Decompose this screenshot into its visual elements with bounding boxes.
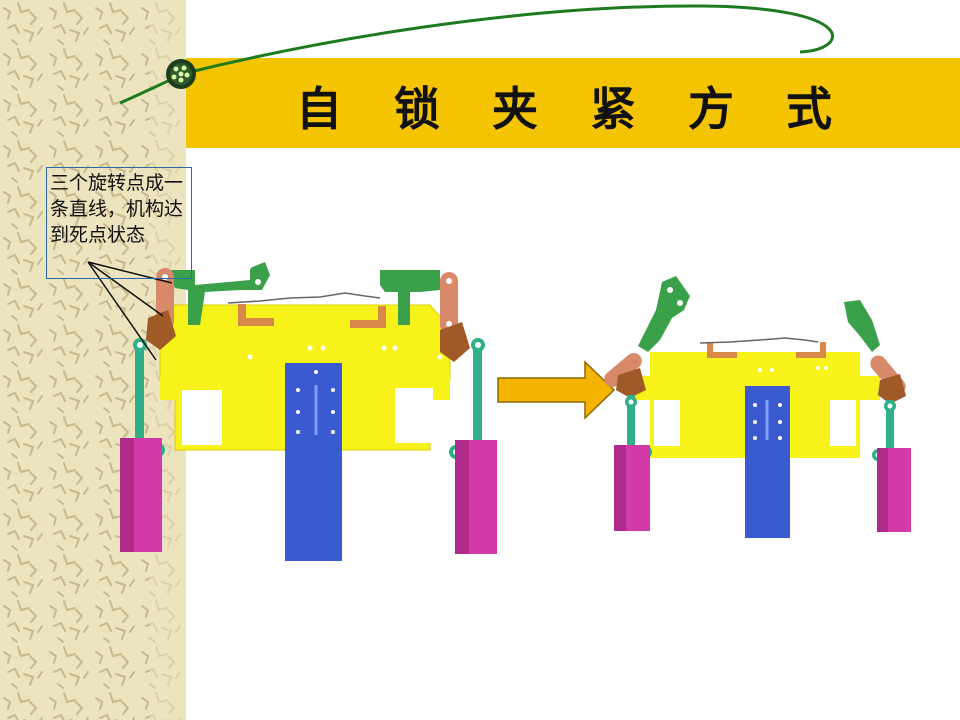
left-green-arm-r: [380, 270, 440, 325]
right-arrow-icon: [497, 360, 616, 420]
green-dotted-orb-icon: [166, 59, 196, 89]
left-blue-blade: [285, 363, 342, 561]
annotation-callout: 三个旋转点成一条直线，机构达到死点状态: [46, 167, 192, 279]
left-mechanism: [120, 262, 497, 561]
texture-pattern: [0, 0, 186, 720]
left-link-r: [440, 272, 458, 334]
right-mechanism: [604, 276, 911, 538]
left-decorative-panel: [0, 0, 186, 720]
title-band: [186, 58, 960, 148]
page-title: 自 锁 夹 紧 方 式: [295, 82, 851, 136]
right-green-arm-r: [844, 300, 880, 352]
right-green-arm-l: [638, 276, 690, 352]
